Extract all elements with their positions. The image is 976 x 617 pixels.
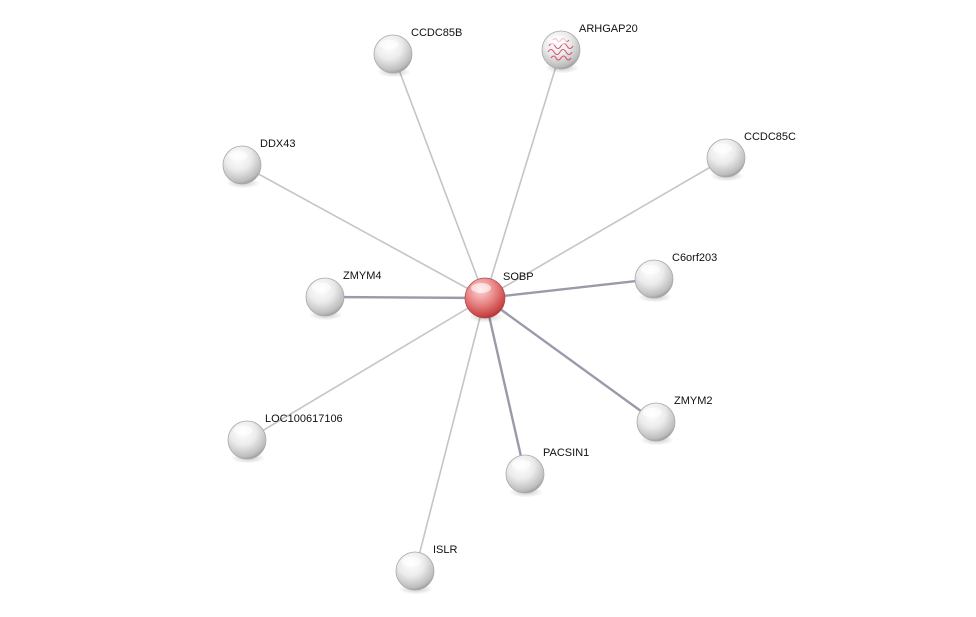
edge-sobp-ccdc85b[interactable] [392, 53, 486, 299]
node-label-pacsin1: PACSIN1 [543, 447, 589, 459]
node-highlight [379, 39, 399, 50]
node-highlight [712, 143, 732, 154]
node-islr[interactable]: ISLR [395, 544, 458, 595]
edge-sobp-zmym4[interactable] [323, 295, 487, 300]
node-highlight [311, 282, 331, 293]
node-label-zmym2: ZMYM2 [674, 395, 713, 407]
node-highlight [642, 407, 662, 418]
node-ccdc85b[interactable]: CCDC85B [373, 27, 462, 78]
node-label-arhgap20: ARHGAP20 [579, 23, 638, 35]
node-label-ccdc85b: CCDC85B [411, 27, 462, 39]
node-highlight [511, 459, 531, 470]
node-label-ddx43: DDX43 [260, 138, 295, 150]
node-highlight [233, 425, 253, 436]
edge-sobp-loc100617106[interactable] [246, 297, 486, 441]
node-zmym4[interactable]: ZMYM4 [305, 270, 382, 321]
node-highlight [547, 35, 567, 46]
edge-sobp-arhgap20[interactable] [484, 49, 562, 299]
node-highlight [640, 264, 660, 275]
node-highlight [471, 283, 491, 293]
node-label-islr: ISLR [433, 544, 458, 556]
node-pacsin1[interactable]: PACSIN1 [505, 447, 589, 498]
node-highlight [401, 556, 421, 567]
edge-sobp-ddx43[interactable] [241, 164, 486, 299]
edge-sobp-zmym2[interactable] [483, 296, 658, 424]
node-label-loc100617106: LOC100617106 [265, 413, 343, 425]
node-ccdc85c[interactable]: CCDC85C [706, 131, 796, 182]
node-arhgap20[interactable]: ARHGAP20 [541, 23, 638, 74]
node-ddx43[interactable]: DDX43 [222, 138, 295, 189]
node-loc100617106[interactable]: LOC100617106 [227, 413, 343, 464]
node-label-zmym4: ZMYM4 [343, 270, 382, 282]
node-label-ccdc85c: CCDC85C [744, 131, 796, 143]
node-label-sobp: SOBP [503, 271, 534, 283]
edge-sobp-c6orf203[interactable] [483, 277, 656, 300]
edge-sobp-pacsin1[interactable] [483, 296, 527, 476]
node-zmym2[interactable]: ZMYM2 [636, 395, 713, 446]
edge-sobp-ccdc85c[interactable] [484, 157, 727, 299]
node-c6orf203[interactable]: C6orf203 [634, 252, 717, 303]
edge-sobp-islr[interactable] [414, 297, 486, 572]
node-highlight [228, 150, 248, 161]
node-sobp[interactable]: SOBP [464, 271, 534, 323]
edges-layer [241, 49, 727, 572]
node-label-c6orf203: C6orf203 [672, 252, 717, 264]
